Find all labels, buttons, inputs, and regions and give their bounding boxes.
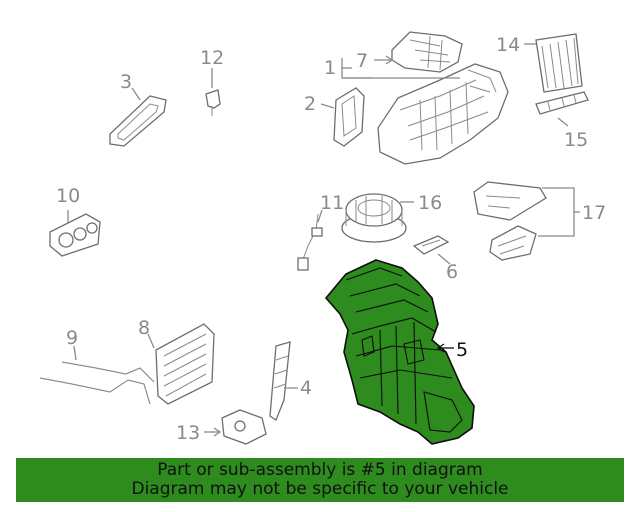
callout-7[interactable]: 7	[356, 50, 368, 72]
part-3-seal[interactable]	[109, 95, 167, 147]
callout-2[interactable]: 2	[304, 93, 316, 115]
leader-11	[317, 209, 323, 223]
part-14-filter[interactable]	[535, 33, 583, 93]
callout-14[interactable]: 14	[496, 34, 520, 56]
callout-5[interactable]: 5	[456, 339, 468, 361]
info-banner: Part or sub-assembly is #5 in diagram Di…	[16, 458, 624, 502]
part-7-upper-duct[interactable]	[391, 31, 463, 73]
leader-8	[147, 333, 155, 349]
parts-diagram: 7 1 2 14 15 3 12	[39, 31, 606, 445]
part-1-hvac-case[interactable]	[377, 63, 509, 165]
leader-15	[557, 117, 569, 127]
part-17-actuators[interactable]	[473, 181, 547, 261]
callout-12[interactable]: 12	[200, 47, 224, 69]
callout-15[interactable]: 15	[564, 129, 588, 151]
leader-2	[320, 103, 335, 109]
part-2-cover[interactable]	[333, 87, 365, 147]
callout-4[interactable]: 4	[300, 377, 312, 399]
callout-17[interactable]: 17	[582, 202, 606, 224]
part-5-hvac-case-highlighted[interactable]	[324, 259, 475, 445]
leader-9	[73, 345, 77, 361]
callout-8[interactable]: 8	[138, 317, 150, 339]
part-9-pipes[interactable]	[39, 361, 155, 405]
part-16-blower-motor[interactable]	[341, 193, 407, 243]
banner-line-2: Diagram may not be specific to your vehi…	[131, 479, 509, 499]
banner-line-1: Part or sub-assembly is #5 in diagram	[157, 460, 483, 480]
callout-10[interactable]: 10	[56, 185, 80, 207]
callout-13[interactable]: 13	[176, 422, 200, 444]
arrow-5	[436, 343, 445, 353]
callout-6[interactable]: 6	[446, 261, 458, 283]
part-8-heater-core[interactable]	[155, 323, 215, 405]
part-6-small-filter[interactable]	[412, 235, 450, 255]
part-4-drain-tube[interactable]	[269, 341, 291, 421]
part-13-actuator[interactable]	[221, 409, 267, 445]
callout-3[interactable]: 3	[120, 71, 132, 93]
callout-16[interactable]: 16	[418, 192, 442, 214]
callout-1[interactable]: 1	[324, 57, 336, 79]
part-15-strip[interactable]	[535, 91, 589, 115]
part-10-valve[interactable]	[49, 213, 101, 257]
leader-3	[131, 87, 141, 101]
leader-6	[437, 253, 451, 265]
callout-11[interactable]: 11	[320, 192, 344, 214]
arrow-13	[213, 427, 222, 437]
part-11-sensor[interactable]	[297, 213, 323, 271]
callout-9[interactable]: 9	[66, 327, 78, 349]
arrow-7	[385, 55, 394, 65]
part-12-sensor[interactable]	[205, 89, 221, 116]
